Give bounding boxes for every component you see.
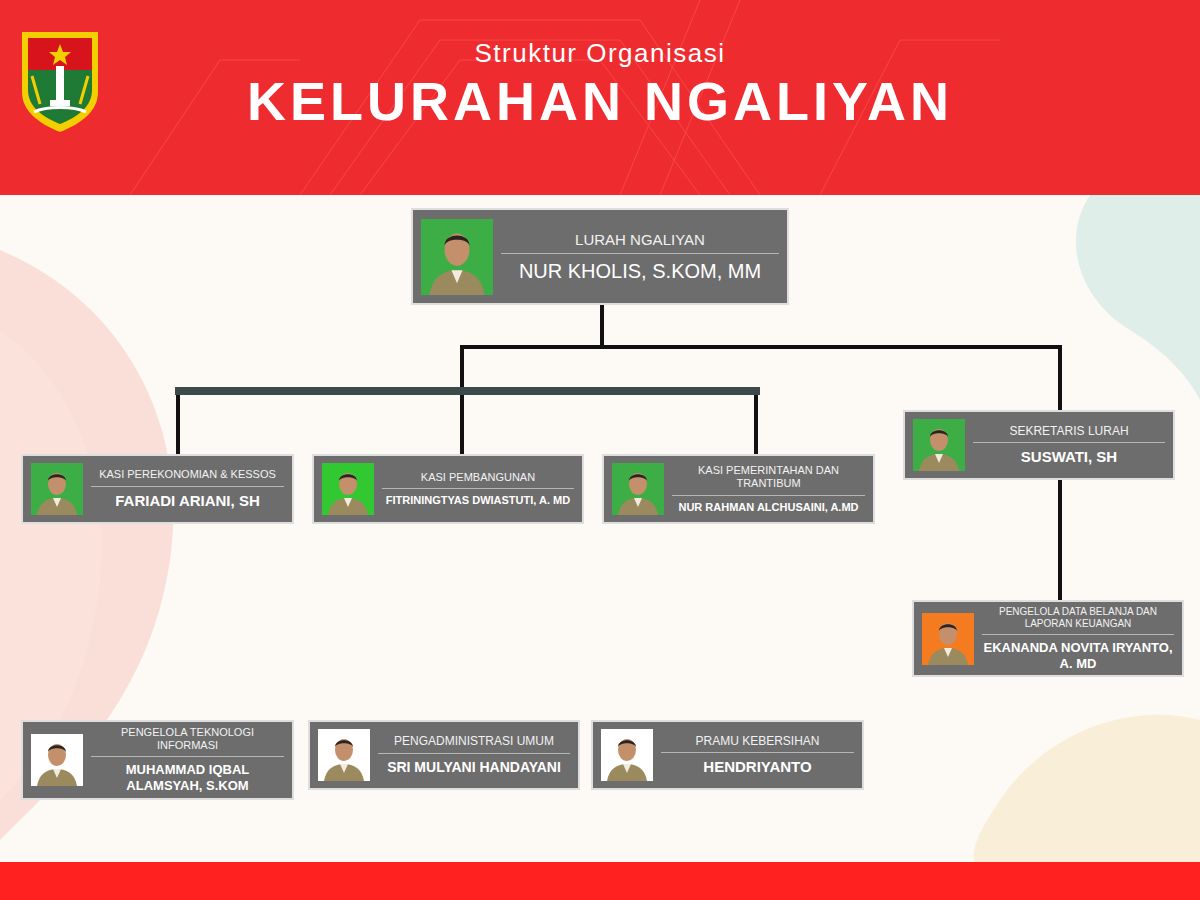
org-box: LURAH NGALIYAN NUR KHOLIS, S.KOM, MM xyxy=(411,208,789,305)
person-name: NUR RAHMAN ALCHUSAINI, A.MD xyxy=(672,501,865,514)
portrait-photo xyxy=(601,729,653,781)
org-box: KASI PEMBANGUNAN FITRININGTYAS DWIASTUTI,… xyxy=(312,454,584,524)
org-box: PENGELOLA TEKNOLOGI INFORMASI MUHAMMAD IQ… xyxy=(21,720,294,800)
person-name: HENDRIYANTO xyxy=(661,758,854,776)
portrait-photo xyxy=(913,419,965,471)
org-connector xyxy=(1058,480,1062,600)
org-box: SEKRETARIS LURAH SUSWATI, SH xyxy=(903,410,1175,480)
decor-blob xyxy=(974,715,1200,862)
position-title: LURAH NGALIYAN xyxy=(501,231,779,254)
person-name: EKANANDA NOVITA IRYANTO, A. MD xyxy=(982,640,1174,671)
org-connector xyxy=(462,305,602,454)
page-title: KELURAHAN NGALIYAN xyxy=(0,70,1200,132)
position-title: SEKRETARIS LURAH xyxy=(973,424,1165,443)
decor-blob xyxy=(1076,195,1200,400)
position-title: PRAMU KEBERSIHAN xyxy=(661,734,854,753)
position-title: KASI PEMBANGUNAN xyxy=(382,471,574,489)
position-title: KASI PEMERINTAHAN DAN TRANTIBUM xyxy=(672,464,865,495)
branch-bar xyxy=(175,387,760,395)
portrait-photo xyxy=(322,463,374,515)
org-box: PENGELOLA DATA BELANJA DAN LAPORAN KEUAN… xyxy=(912,600,1184,677)
org-connector xyxy=(462,305,756,454)
person-name: MUHAMMAD IQBAL ALAMSYAH, S.KOM xyxy=(91,762,284,793)
org-box: PENGADMINISTRASI UMUM SRI MULYANI HANDAYA… xyxy=(308,720,580,790)
portrait-photo xyxy=(31,734,83,786)
portrait-photo xyxy=(421,219,493,295)
city-emblem xyxy=(22,32,98,132)
org-connector xyxy=(178,305,602,454)
footer-band xyxy=(0,862,1200,900)
portrait-photo xyxy=(318,729,370,781)
position-title: PENGADMINISTRASI UMUM xyxy=(378,734,570,753)
portrait-photo xyxy=(31,463,83,515)
portrait-photo xyxy=(612,463,664,515)
org-box: KASI PEMERINTAHAN DAN TRANTIBUM NUR RAHMA… xyxy=(602,454,875,524)
person-name: NUR KHOLIS, S.KOM, MM xyxy=(501,259,779,283)
person-name: FARIADI ARIANI, SH xyxy=(91,492,284,510)
org-box: PRAMU KEBERSIHAN HENDRIYANTO xyxy=(591,720,864,790)
person-name: SRI MULYANI HANDAYANI xyxy=(378,759,570,776)
header-band xyxy=(0,0,1200,195)
portrait-photo xyxy=(922,613,974,665)
org-box: KASI PEREKONOMIAN & KESSOS FARIADI ARIANI… xyxy=(21,454,294,524)
person-name: FITRININGTYAS DWIASTUTI, A. MD xyxy=(382,494,574,507)
position-title: KASI PEREKONOMIAN & KESSOS xyxy=(91,468,284,486)
person-name: SUSWATI, SH xyxy=(973,448,1165,466)
header-subtitle: Struktur Organisasi xyxy=(0,38,1200,69)
position-title: PENGELOLA TEKNOLOGI INFORMASI xyxy=(91,726,284,757)
position-title: PENGELOLA DATA BELANJA DAN LAPORAN KEUAN… xyxy=(982,606,1174,635)
